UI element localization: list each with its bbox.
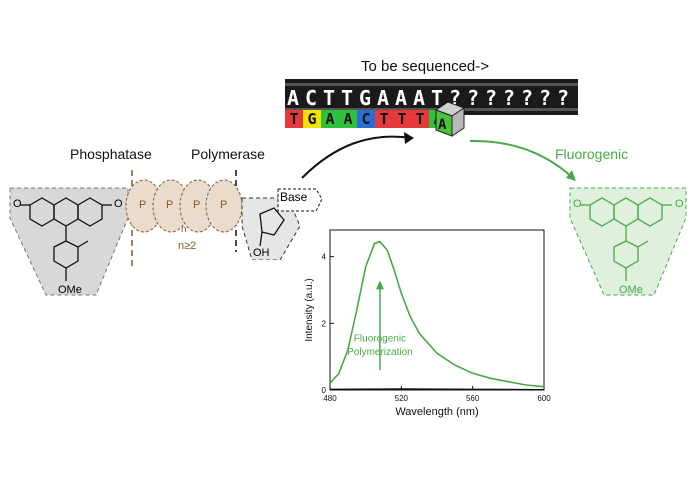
arrow-to-fluorogenic-head xyxy=(566,170,576,181)
x-tick-label: 520 xyxy=(395,394,409,403)
phosphorus-label: P xyxy=(139,199,147,211)
phosphorus-label: P xyxy=(193,199,201,211)
template-base: ? xyxy=(539,86,552,110)
left-dye-o-carbonyl: O xyxy=(13,198,22,210)
y-tick-label: 4 xyxy=(322,253,327,262)
growing-base-tile: C xyxy=(357,110,375,128)
base-box xyxy=(277,188,323,212)
right-dye-o-right: O xyxy=(675,198,684,210)
growing-base-tile: G xyxy=(303,110,321,128)
growing-base-tile: T xyxy=(285,110,303,128)
hydroxyl-label: OH xyxy=(253,247,270,259)
x-tick-label: 480 xyxy=(323,394,337,403)
growing-base-tile: A xyxy=(321,110,339,128)
growing-base-tile: T xyxy=(411,110,429,128)
template-base: A xyxy=(413,86,426,110)
spectrum-line-0 xyxy=(329,240,545,388)
x-tick-label: 560 xyxy=(466,394,480,403)
arrow-to-sequencing-head xyxy=(404,132,414,144)
template-base: T xyxy=(323,86,336,110)
template-base: C xyxy=(305,86,318,110)
incoming-nucleotide-cube xyxy=(434,101,466,137)
left-dye-o-ether: O xyxy=(114,198,123,210)
template-base: T xyxy=(341,86,354,110)
phosphorus-label: P xyxy=(166,199,174,211)
template-base: ? xyxy=(485,86,498,110)
template-base: T xyxy=(431,86,444,110)
template-base: G xyxy=(359,86,372,110)
sequence-title: To be sequenced-> xyxy=(361,58,490,75)
template-base: A xyxy=(395,86,408,110)
annotation-arrow-head xyxy=(375,280,384,290)
template-base: A xyxy=(287,86,300,110)
arrow-to-fluorogenic xyxy=(469,139,574,179)
template-base: ? xyxy=(503,86,516,110)
right-dye-ome: OMe xyxy=(619,284,643,296)
fluorescent-dye-molecule xyxy=(569,187,687,296)
annotation-line1: Fluorogenic xyxy=(354,334,406,345)
n-condition-label: n≥2 xyxy=(178,240,197,252)
right-dye-o-left: O xyxy=(573,198,582,210)
base-label: Base xyxy=(280,190,308,204)
template-base: ? xyxy=(521,86,534,110)
x-tick-label: 600 xyxy=(537,394,551,403)
template-strand-bar xyxy=(285,79,578,115)
phosphorus-label: P xyxy=(220,199,228,211)
template-base: A xyxy=(377,86,390,110)
growing-base-tile: A xyxy=(339,110,357,128)
polyphosphate-chain xyxy=(125,179,243,233)
template-base: ? xyxy=(467,86,480,110)
n-subscript: n xyxy=(181,224,187,235)
quenched-dye-molecule xyxy=(9,187,129,296)
growing-base-tile: T xyxy=(375,110,393,128)
annotation-line2: Polymerization xyxy=(347,347,413,358)
left-dye-ome: OMe xyxy=(58,284,82,296)
fluorogenic-label: Fluorogenic xyxy=(555,146,629,162)
y-axis-label: Intensity (a.u.) xyxy=(304,278,315,341)
y-tick-label: 2 xyxy=(322,319,327,328)
polymerase-label: Polymerase xyxy=(191,146,265,162)
incoming-base-letter: A xyxy=(438,117,447,133)
y-tick-label: 0 xyxy=(322,386,327,395)
plot-frame xyxy=(329,229,545,391)
growing-base-tile: T xyxy=(393,110,411,128)
arrow-to-sequencing xyxy=(301,135,413,179)
x-axis-label: Wavelength (nm) xyxy=(395,406,478,418)
template-base: ? xyxy=(557,86,570,110)
spectrum-line-1 xyxy=(329,388,545,391)
phosphatase-label: Phosphatase xyxy=(70,146,152,162)
